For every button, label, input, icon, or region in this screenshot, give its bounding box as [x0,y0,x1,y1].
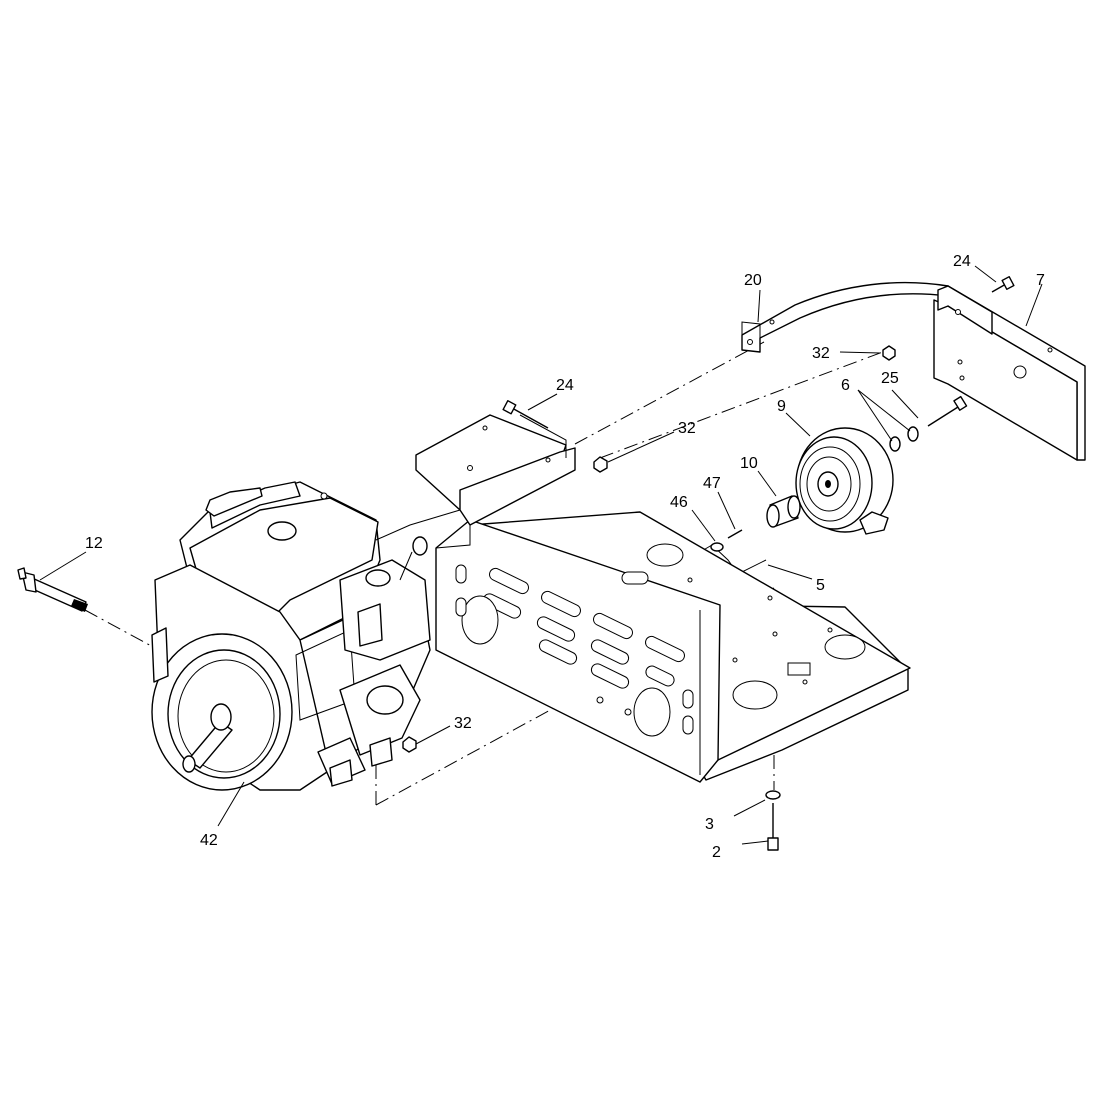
callout-32-lower: 32 [454,715,472,732]
callout-3: 3 [705,816,714,833]
fuel-fitting-12 [17,567,88,612]
bolt-24-lower [502,400,549,429]
callout-5: 5 [816,577,825,594]
curved-support-bar [741,281,949,353]
screw-47 [727,529,743,539]
callout-9: 9 [777,398,786,415]
engine-mount-bracket [415,414,576,526]
callout-24-lower: 24 [556,377,574,394]
bolt-24-upper [991,276,1015,293]
callout-labels: 2 3 5 6 7 9 10 12 20 24 24 25 32 32 32 4… [85,253,1045,861]
leader-lines [39,265,1043,845]
chassis-frame [435,511,911,783]
callout-42: 42 [200,832,218,849]
callout-20: 20 [744,272,762,289]
callout-32-upper: 32 [812,345,830,362]
callout-2: 2 [712,844,721,861]
spacer-10 [766,495,801,528]
callout-46: 46 [670,494,688,511]
nut-32-middle [593,456,608,473]
callout-10: 10 [740,455,758,472]
mounting-bracket [933,285,1086,461]
callout-24-upper: 24 [953,253,971,270]
callout-7: 7 [1036,272,1045,289]
nut-32-lower [402,736,417,753]
clutch-bolt-25 [927,395,968,427]
washer-46 [710,542,724,552]
nut-32-upper [882,345,896,361]
washer-3 [765,790,781,800]
electric-clutch [795,427,894,535]
callout-25: 25 [881,370,899,387]
callout-32-middle: 32 [678,420,696,437]
callout-6: 6 [841,377,850,394]
washers-6 [889,426,919,452]
engine [151,481,461,791]
bolt-2 [767,803,779,851]
callout-47: 47 [703,475,721,492]
callout-12: 12 [85,535,103,552]
